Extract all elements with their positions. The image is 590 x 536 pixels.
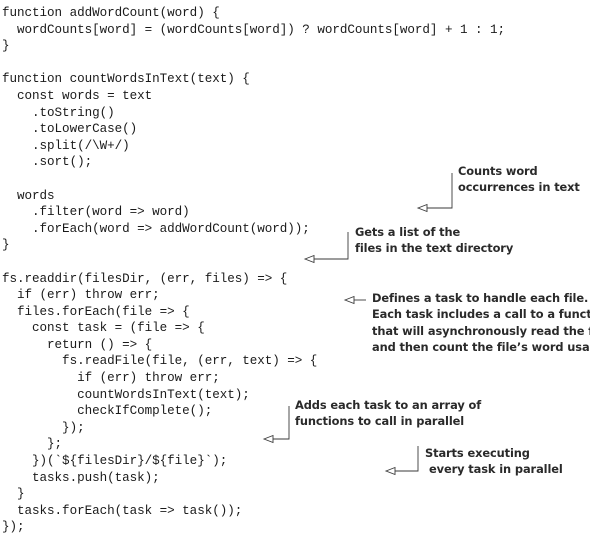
code-line: function addWordCount(word) { [2, 6, 220, 20]
code-line: }); [2, 520, 25, 535]
code-line: wordCounts[word] = (wordCounts[word]) ? … [2, 22, 506, 37]
code-line: countWordsInText(text); [2, 387, 250, 402]
annotation-line: Defines a task to handle each file. [372, 291, 589, 305]
code-line: }; [2, 437, 63, 452]
code-line: .filter(word => word) [2, 205, 190, 220]
annotation-line: and then count the file’s word usage [372, 339, 590, 354]
annotation-line: files in the text directory [355, 241, 514, 256]
code-line: tasks.forEach(task => task()); [2, 503, 243, 518]
code-line: .forEach(word => addWordCount(word)); [2, 221, 310, 236]
code-line: const task = (file => { [2, 321, 205, 336]
annotation-gets-list: Gets a list of the files in the text dir… [355, 224, 513, 257]
annotation-line: that will asynchronously read the file [372, 323, 590, 338]
code-line: if (err) throw err; [2, 288, 160, 303]
code-line: } [2, 39, 10, 54]
code-line: fs.readdir(filesDir, (err, files) => { [2, 271, 288, 286]
code-line [2, 171, 505, 188]
code-line: }); [2, 420, 85, 435]
annotation-line: Adds each task to an array of [295, 398, 482, 412]
code-line: function countWordsInText(text) { [2, 72, 250, 87]
code-line: checkIfComplete(); [2, 404, 213, 419]
code-line: if (err) throw err; [2, 371, 220, 386]
code-line: } [2, 238, 10, 253]
annotation-line: occurrences in text [458, 180, 580, 195]
code-line: words [2, 188, 55, 203]
code-line: .toLowerCase() [2, 122, 138, 137]
annotation-defines-task: Defines a task to handle each file. Each… [372, 290, 590, 355]
code-line: const words = text [2, 88, 153, 103]
code-line: files.forEach(file => { [2, 304, 190, 319]
code-line: fs.readFile(file, (err, text) => { [2, 354, 318, 369]
code-line: } [2, 487, 25, 502]
annotation-line: every task in parallel [429, 462, 563, 477]
annotation-adds-task: Adds each task to an array of functions … [295, 397, 481, 430]
code-line: return () => { [2, 337, 153, 352]
annotation-starts-executing: Starts executing every task in parallel [425, 445, 563, 478]
code-line: .toString() [2, 105, 115, 120]
annotation-line: Starts executing [425, 446, 530, 460]
annotation-line: Each task includes a call to a function [372, 307, 590, 322]
annotation-counts-word: Counts word occurrences in text [458, 163, 580, 196]
annotation-line: Counts word [458, 164, 538, 178]
annotation-line: Gets a list of the [355, 225, 461, 239]
annotation-line: functions to call in parallel [295, 414, 465, 429]
code-line: tasks.push(task); [2, 470, 160, 485]
code-line: .sort(); [2, 155, 93, 170]
code-line: })(`${filesDir}/${file}`); [2, 454, 228, 469]
code-line [2, 55, 505, 72]
code-line: .split(/\W+/) [2, 138, 130, 153]
